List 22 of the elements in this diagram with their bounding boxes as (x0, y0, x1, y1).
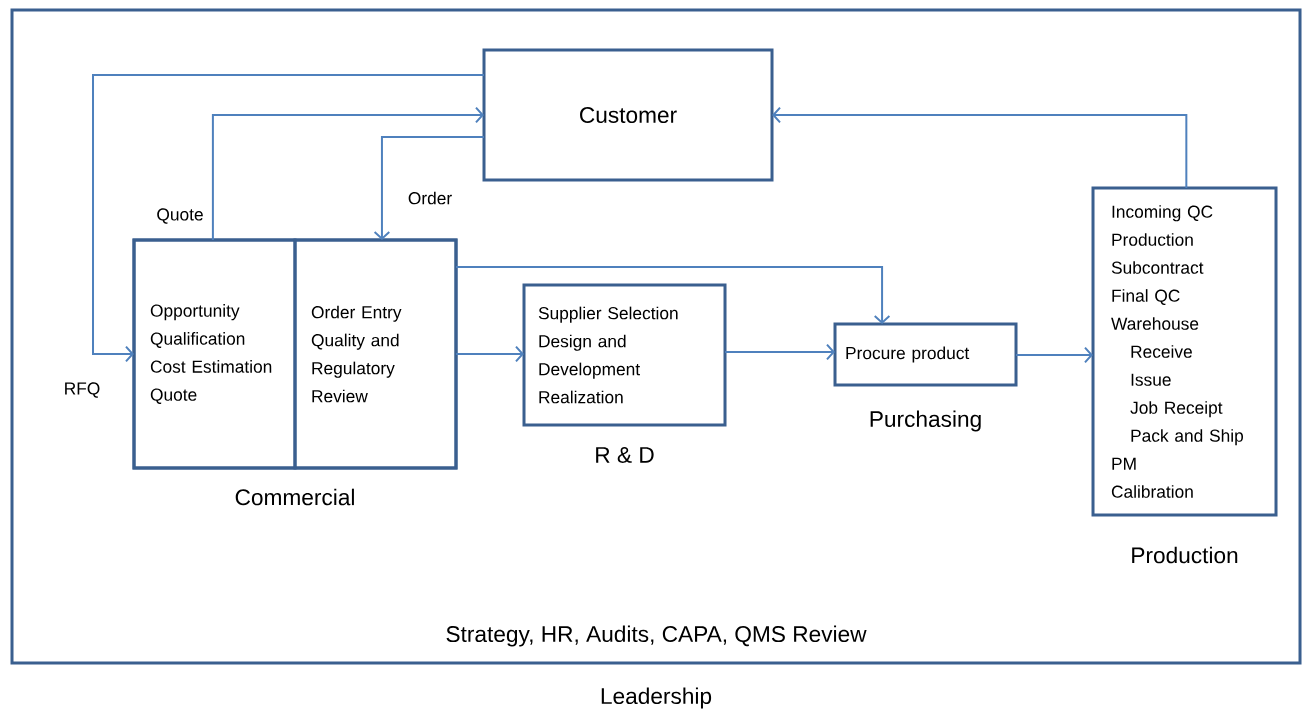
process-box: Supplier Selection Design and Development Realization R & D (522, 283, 727, 463)
node-label: Commercial (235, 488, 354, 506)
node-label: R & D (596, 447, 654, 463)
edge-label: Quote (155, 207, 205, 226)
node-label: Leadership (601, 687, 712, 709)
process-box: Procure product Purchasing (833, 322, 1018, 432)
arrow (724, 343, 835, 361)
arrow (92, 74, 485, 363)
process-cell: Opportunity Qualification Cost Estimation Quote (132, 238, 297, 470)
process-box: Customer (482, 48, 774, 182)
edge-label: Order (406, 190, 454, 206)
node-label: Purchasing (870, 410, 981, 432)
arrow (373, 136, 485, 240)
arrow (772, 106, 1188, 189)
arrow (1015, 346, 1093, 364)
arrow (211, 106, 484, 241)
process-box: Incoming QC Production Subcontract Final QC Warehouse Receive Issue Job Receipt Pack and Ship PM Calibration Production (1091, 186, 1278, 564)
node-label: Production (1132, 546, 1238, 564)
arrow (455, 266, 891, 324)
process-cell: Order Entry Quality and Regulatory Review (293, 238, 458, 470)
arrow (455, 345, 524, 363)
edge-label: RFQ (62, 381, 102, 400)
